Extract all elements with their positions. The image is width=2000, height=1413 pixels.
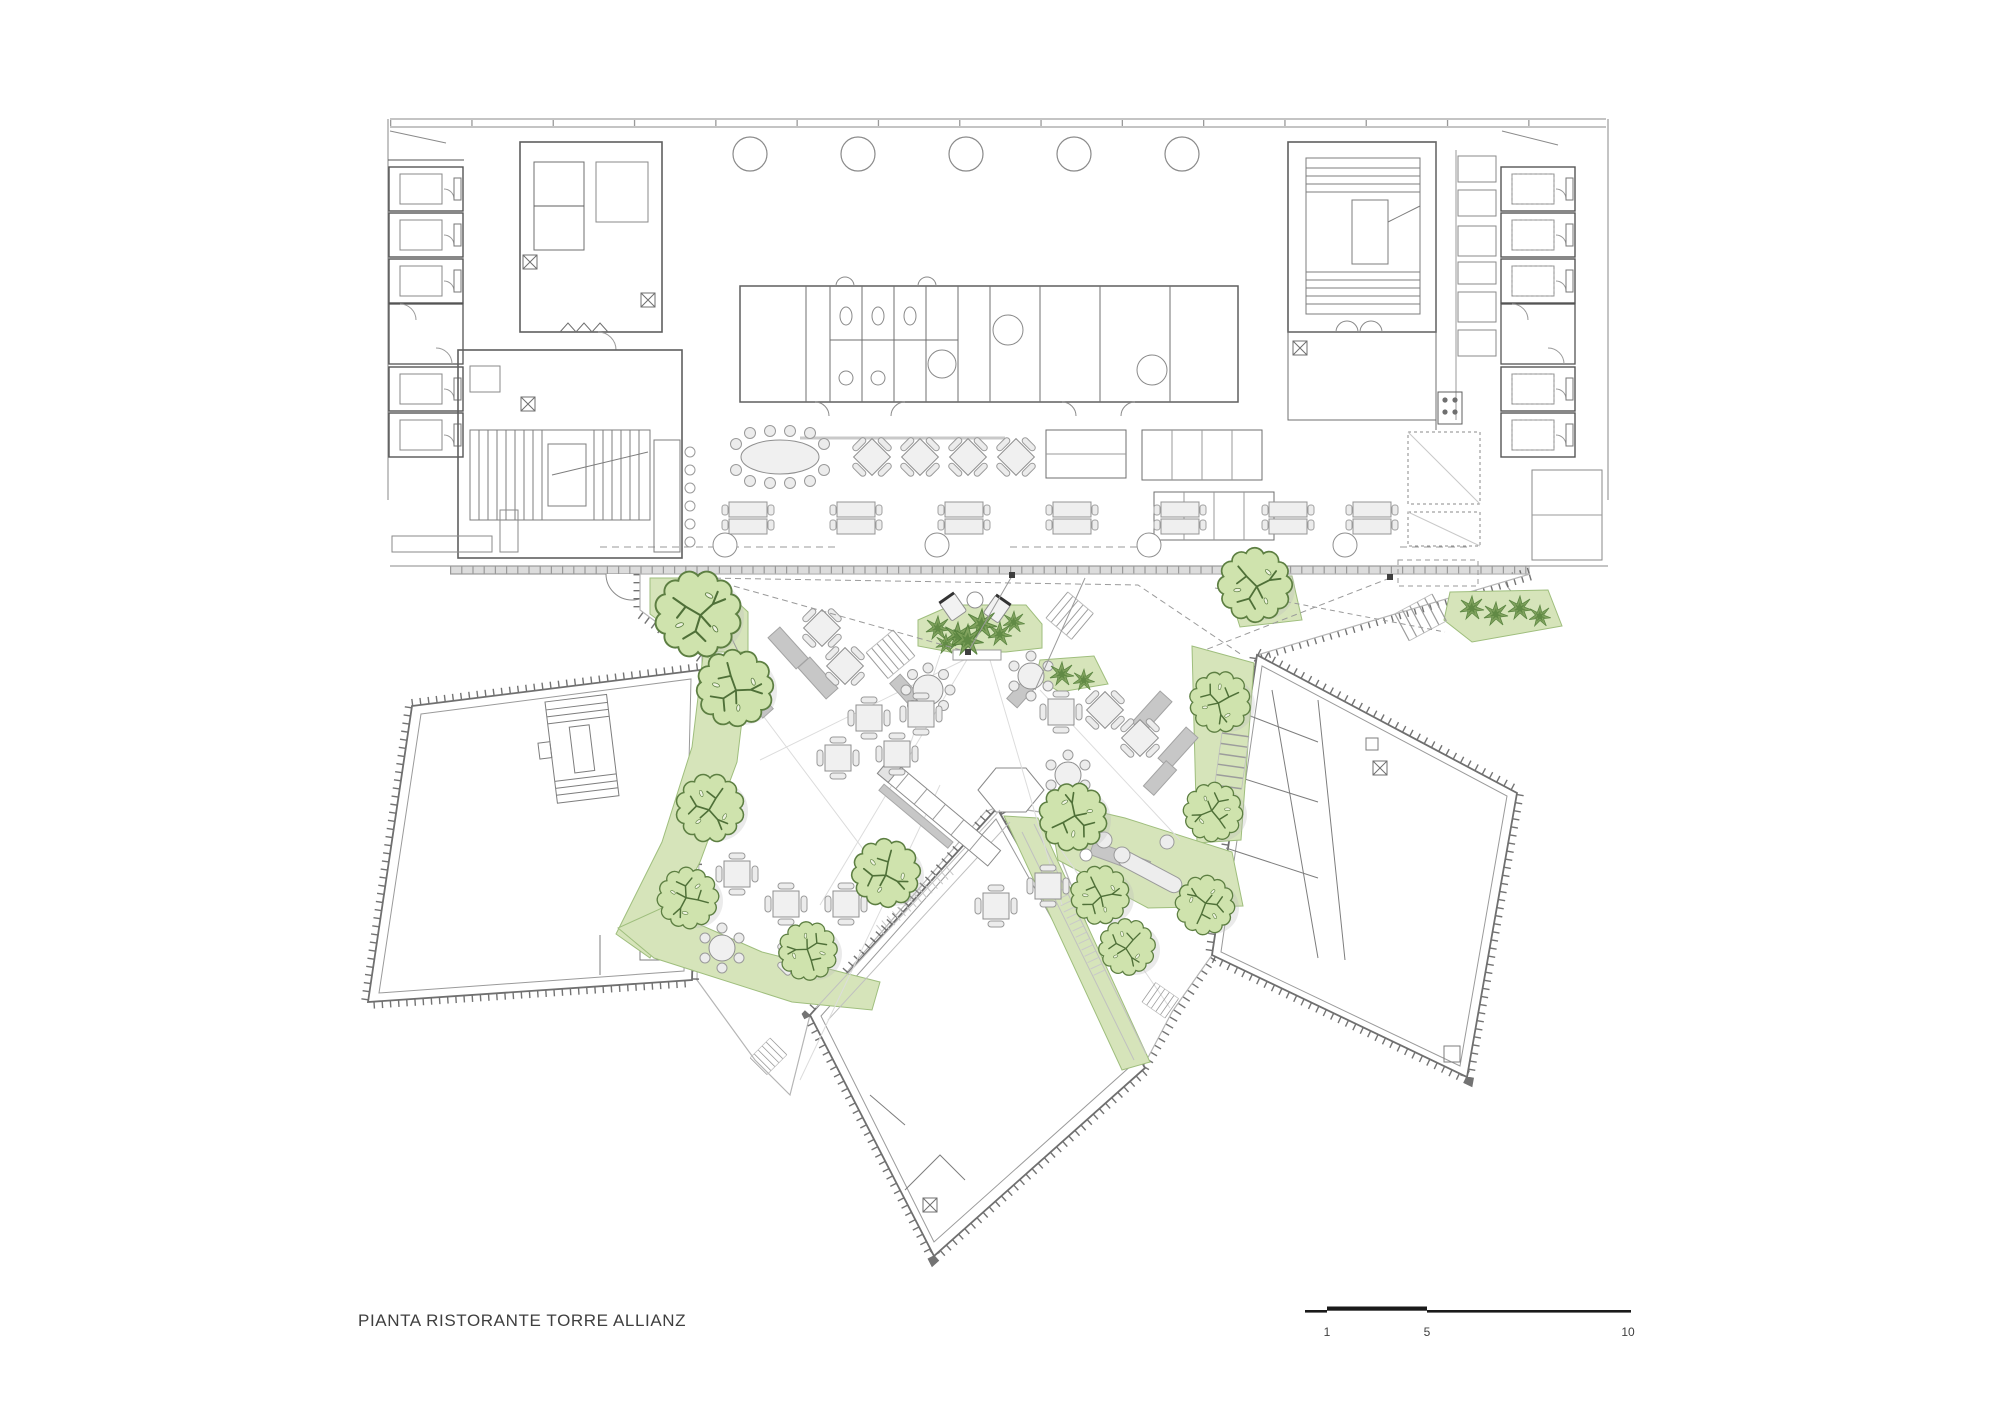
- structural-columns: [732, 136, 1200, 172]
- title-block: PIANTA RISTORANTE TORRE ALLIANZ: [358, 1311, 686, 1330]
- page-title: PIANTA RISTORANTE TORRE ALLIANZ: [358, 1311, 686, 1330]
- hexagon-platform: [977, 767, 1045, 813]
- lift-bank-left: [388, 159, 464, 458]
- tree-icon: [654, 570, 742, 658]
- structure-left: [359, 662, 708, 1010]
- scale-segment-0: [1305, 1310, 1327, 1313]
- scale-segment-1-5: [1327, 1306, 1427, 1311]
- tower-floor-plate: [387, 118, 1609, 601]
- core-upper-left: [519, 141, 663, 351]
- trees: [648, 539, 1301, 993]
- scale-segment-5-10: [1427, 1310, 1631, 1313]
- stair-left-structure: [537, 693, 620, 804]
- two-top-rows: [712, 501, 1399, 558]
- scale-label-10: 10: [1621, 1325, 1635, 1339]
- scale-label-1: 1: [1324, 1325, 1331, 1339]
- core-lower-left: [391, 349, 696, 559]
- scale-label-5: 5: [1424, 1325, 1431, 1339]
- tower-top-facade: [389, 118, 1606, 146]
- wc-service-band: [739, 276, 1239, 417]
- tower-dining-furniture: [712, 425, 1399, 558]
- structure-right: [1204, 644, 1525, 1088]
- tree-icon: [675, 773, 745, 843]
- scale-bar: 1 5 10: [1305, 1306, 1635, 1339]
- lift-bank-right: [1500, 166, 1576, 458]
- banquet-oval-table: [730, 425, 830, 489]
- core-right-stair: [1287, 141, 1437, 421]
- structure-center: [801, 767, 1154, 1268]
- kitchen-strip: [1435, 142, 1603, 561]
